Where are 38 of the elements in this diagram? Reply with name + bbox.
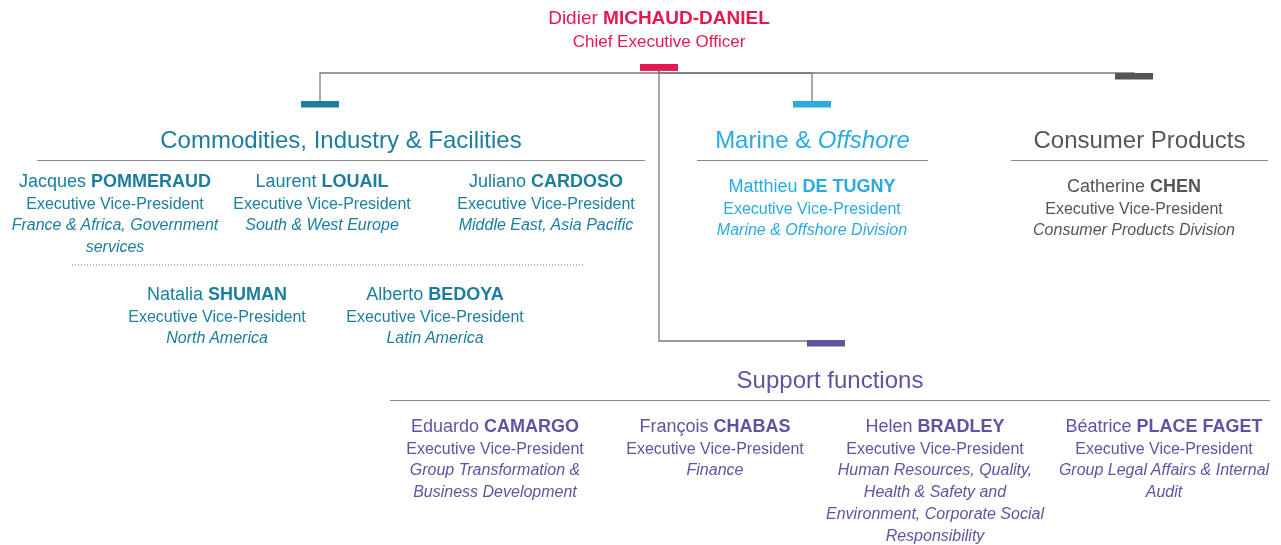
division-name: France & Africa, Government services — [10, 215, 220, 257]
division-name: Group Transformation & Business Development — [408, 460, 582, 502]
division-name: South & West Europe — [245, 215, 399, 235]
person-name: Natalia SHUMAN — [147, 283, 287, 306]
division-header: Commodities, Industry & Facilities — [37, 104, 645, 161]
division-header: Marine & Offshore — [697, 104, 928, 161]
person-name: Didier MICHAUD-DANIEL — [548, 6, 770, 30]
job-title: Executive Vice-President — [346, 307, 524, 327]
job-title: Executive Vice-President — [128, 307, 306, 327]
division-header: Support functions — [390, 343, 1270, 401]
person-name: Catherine CHEN — [1066, 175, 1202, 198]
person-name: Béatrice PLACE FAGET — [1065, 415, 1263, 438]
job-title: Executive Vice-President — [406, 439, 584, 459]
division-name: North America — [166, 328, 268, 348]
division-name: Middle East, Asia Pacific — [458, 215, 634, 235]
job-title: Executive Vice-President — [233, 194, 411, 214]
job-title: Chief Executive Officer — [572, 31, 746, 53]
job-title: Executive Vice-President — [1075, 439, 1253, 459]
division-name: Consumer Products Division — [1033, 220, 1235, 240]
person-name: Laurent LOUAIL — [255, 170, 389, 193]
person-name: Juliano CARDOSO — [468, 170, 624, 193]
person-name: Matthieu DE TUGNY — [728, 175, 896, 198]
job-title: Executive Vice-President — [1045, 199, 1223, 219]
division-name: Finance — [686, 460, 744, 480]
person-name: Helen BRADLEY — [865, 415, 1005, 438]
division-header: Consumer Products — [1011, 76, 1268, 161]
job-title: Executive Vice-President — [723, 199, 901, 219]
person-name: Jacques POMMERAUD — [18, 170, 211, 193]
division-name: Group Legal Affairs & Internal Audit — [1057, 460, 1271, 502]
job-title: Executive Vice-President — [457, 194, 635, 214]
job-title: Executive Vice-President — [26, 194, 204, 214]
division-name: Human Resources, Quality, Health & Safety and Environment, Corporate Social Responsibility — [826, 460, 1044, 545]
division-name: Marine & Offshore Division — [716, 220, 908, 240]
job-title: Executive Vice-President — [846, 439, 1024, 459]
person-name: Eduardo CAMARGO — [410, 415, 580, 438]
job-title: Executive Vice-President — [626, 439, 804, 459]
person-name: Alberto BEDOYA — [366, 283, 504, 306]
person-name: François CHABAS — [639, 415, 791, 438]
